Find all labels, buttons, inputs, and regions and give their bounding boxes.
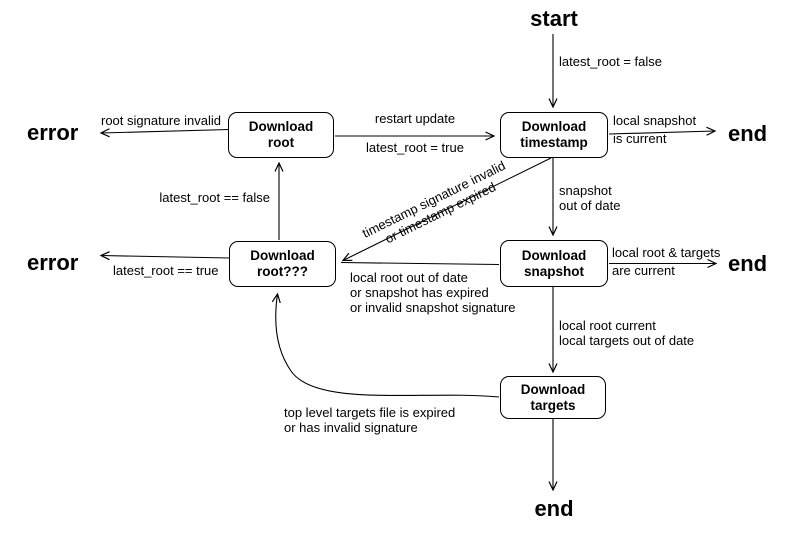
edge-label-local-snapshot-current: local snapshot is current xyxy=(613,113,697,146)
edge-label-restart-update: restart update xyxy=(374,111,456,126)
terminal-end-mid: end xyxy=(728,251,768,276)
edge-label-local-root-targets-current: local root & targets are current xyxy=(612,245,721,278)
node-label: root xyxy=(267,135,295,150)
node-download-root-retry: Download root??? xyxy=(229,241,336,287)
edge-targets-to-rootretry xyxy=(271,292,500,398)
node-label: Download xyxy=(520,381,586,397)
edge-label-targets-expired: top level targets file is expired or has… xyxy=(284,405,456,435)
edge-label-latest-root-eq-true: latest_root == true xyxy=(113,263,219,278)
node-label: snapshot xyxy=(523,263,584,279)
edge-rootretry-to-error xyxy=(99,251,230,261)
edge-label-local-targets-out-of-date: local root current local targets out of … xyxy=(559,318,695,348)
terminal-error-top: error xyxy=(27,120,79,145)
node-label: Download xyxy=(250,248,315,263)
node-download-snapshot: Download snapshot xyxy=(500,240,608,287)
terminal-end-top: end xyxy=(728,121,768,146)
node-label: targets xyxy=(530,397,576,413)
node-download-timestamp: Download timestamp xyxy=(500,112,608,158)
edge-snapshot-to-rootretry xyxy=(340,261,500,266)
edge-label-latest-root-false-assign: latest_root = false xyxy=(559,54,662,69)
node-label: Download xyxy=(248,119,314,134)
edge-label-snapshot-out-of-date: snapshot out of date xyxy=(559,183,621,213)
terminal-end-bottom: end xyxy=(534,496,574,521)
node-label: timestamp xyxy=(520,135,588,150)
edge-timestamp-to-rootretry xyxy=(341,157,552,262)
edge-timestamp-to-end xyxy=(608,126,717,136)
node-download-targets: Download targets xyxy=(500,376,606,419)
terminal-error-mid: error xyxy=(27,250,79,275)
node-label: Download xyxy=(521,119,587,134)
node-label: Download xyxy=(521,247,587,263)
node-label: root??? xyxy=(257,264,308,279)
edge-label-local-root-out-of-date: local root out of date or snapshot has e… xyxy=(350,270,516,315)
edge-label-latest-root-true-assign: latest_root = true xyxy=(366,140,464,155)
node-download-root: Download root xyxy=(228,112,334,158)
edge-label-root-signature-invalid: root signature invalid xyxy=(101,113,221,128)
edge-label-latest-root-eq-false: latest_root == false xyxy=(159,190,270,205)
edge-root-to-error xyxy=(99,128,230,138)
terminal-start: start xyxy=(530,6,578,31)
